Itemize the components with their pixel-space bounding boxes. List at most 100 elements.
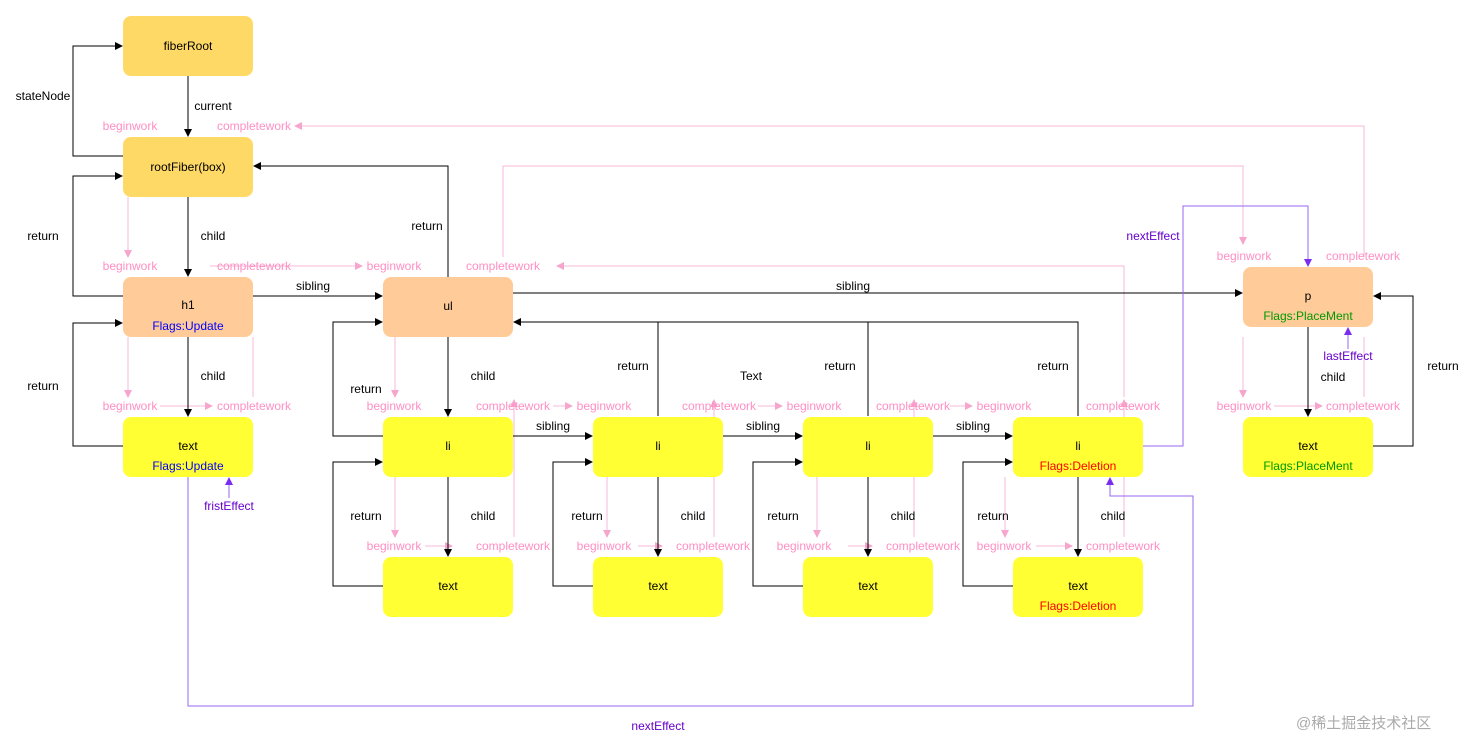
node-label: h1: [181, 298, 195, 312]
node-li-2: li: [593, 417, 723, 477]
node-flag: Flags:Deletion: [1040, 599, 1117, 613]
node-label: text: [1298, 439, 1318, 453]
completework-label: completework: [1086, 399, 1161, 413]
return-label: return: [571, 509, 602, 523]
beginwork-label: beginwork: [367, 399, 423, 413]
node-label: text: [1068, 579, 1088, 593]
sibling-label: sibling: [296, 279, 330, 293]
return-label: return: [27, 229, 58, 243]
node-label: text: [438, 579, 458, 593]
completework-label: completework: [217, 399, 292, 413]
node-li-2-text: text: [593, 557, 723, 617]
node-p: p Flags:PlaceMent: [1243, 267, 1373, 327]
return-label: return: [1037, 359, 1068, 373]
beginwork-label: beginwork: [103, 119, 159, 133]
return-label: return: [1427, 359, 1458, 373]
node-ul: ul: [383, 277, 513, 337]
return-label: return: [350, 509, 381, 523]
effect-list-edges: [187, 205, 1352, 707]
completework-label: completework: [217, 259, 292, 273]
child-label: child: [1101, 509, 1126, 523]
return-label: return: [977, 509, 1008, 523]
node-li-3-text: text: [803, 557, 933, 617]
beginwork-label: beginwork: [103, 259, 159, 273]
node-label: li: [1075, 439, 1080, 453]
beginwork-label: beginwork: [787, 399, 843, 413]
node-flag: Flags:Update: [152, 319, 224, 333]
node-box: [383, 417, 513, 477]
beginwork-label: beginwork: [577, 539, 633, 553]
beginwork-label: beginwork: [977, 399, 1033, 413]
completework-label: completework: [466, 259, 541, 273]
node-fiberRoot: fiberRoot: [123, 16, 253, 76]
node-label: p: [1305, 289, 1312, 303]
node-p-text: text Flags:PlaceMent: [1243, 417, 1373, 477]
completework-label: completework: [476, 399, 551, 413]
node-label: text: [178, 439, 198, 453]
return-label: return: [824, 359, 855, 373]
beginwork-label: beginwork: [777, 539, 833, 553]
node-flag: Flags:Update: [152, 459, 224, 473]
watermark: @稀土掘金技术社区: [1296, 715, 1431, 732]
node-li-1-text: text: [383, 557, 513, 617]
nextEffect-label: nextEffect: [1126, 229, 1180, 243]
return-label: return: [411, 219, 442, 233]
return-label: return: [617, 359, 648, 373]
node-li-4: li Flags:Deletion: [1013, 417, 1143, 477]
node-box: [1243, 417, 1373, 477]
beginwork-label: beginwork: [577, 399, 633, 413]
nextEffect-label: nextEffect: [631, 719, 685, 733]
beginwork-label: beginwork: [367, 259, 423, 273]
node-box: [123, 417, 253, 477]
work-labels: beginwork completework beginwork complet…: [103, 119, 1401, 553]
completework-label: completework: [886, 539, 961, 553]
node-box: [383, 557, 513, 617]
node-li-1: li: [383, 417, 513, 477]
child-label: child: [201, 229, 226, 243]
beginwork-label: beginwork: [1217, 399, 1273, 413]
return-label: return: [767, 509, 798, 523]
sibling-label: sibling: [746, 419, 780, 433]
completework-label: completework: [476, 539, 551, 553]
node-box: [593, 557, 723, 617]
sibling-label: sibling: [836, 279, 870, 293]
completework-label: completework: [1326, 249, 1401, 263]
node-label: ul: [443, 299, 452, 313]
beginwork-label: beginwork: [1217, 249, 1273, 263]
return-label: return: [27, 379, 58, 393]
child-label: child: [891, 509, 916, 523]
node-h1: h1 Flags:Update: [123, 277, 253, 337]
text-annotation: Text: [740, 369, 763, 383]
completework-label: completework: [682, 399, 757, 413]
node-box: [1013, 417, 1143, 477]
sibling-label: sibling: [536, 419, 570, 433]
pointer-labels: stateNode current return child return ch…: [16, 89, 1459, 523]
node-h1-text: text Flags:Update: [123, 417, 253, 477]
child-label: child: [471, 369, 496, 383]
node-label: rootFiber(box): [150, 160, 225, 174]
node-li-3: li: [803, 417, 933, 477]
completework-label: completework: [217, 119, 292, 133]
node-box: [1243, 267, 1373, 327]
work-traversal-edges: [124, 122, 1365, 550]
node-label: li: [655, 439, 660, 453]
node-label: text: [858, 579, 878, 593]
completework-label: completework: [876, 399, 951, 413]
node-label: text: [648, 579, 668, 593]
node-flag: Flags:PlaceMent: [1263, 459, 1353, 473]
lastEffect-label: lastEffect: [1323, 349, 1373, 363]
beginwork-label: beginwork: [103, 399, 159, 413]
beginwork-label: beginwork: [977, 539, 1033, 553]
node-box: [123, 137, 253, 197]
child-label: child: [201, 369, 226, 383]
node-box: [123, 16, 253, 76]
completework-label: completework: [1326, 399, 1401, 413]
child-label: child: [471, 509, 496, 523]
beginwork-label: beginwork: [367, 539, 423, 553]
node-label: li: [445, 439, 450, 453]
effect-labels: nextEffect lastEffect fristEffect nextEf…: [204, 229, 1373, 733]
node-label: li: [865, 439, 870, 453]
child-label: child: [681, 509, 706, 523]
stateNode-label: stateNode: [16, 89, 71, 103]
